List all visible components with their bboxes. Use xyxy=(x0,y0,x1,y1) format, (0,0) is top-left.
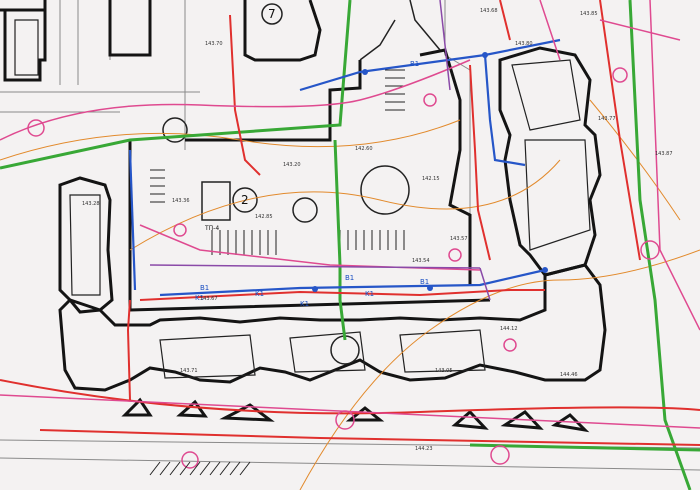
building-top-middle-left xyxy=(108,0,152,57)
elevation-mark: 143.36 xyxy=(172,198,190,204)
telecom-lines xyxy=(0,0,700,469)
cable-label: B1 xyxy=(200,284,209,292)
elevation-mark: 143.28 xyxy=(82,201,100,207)
cable-label: K1 xyxy=(195,294,204,302)
building-left-tower xyxy=(58,176,114,314)
building-top-left xyxy=(0,0,47,82)
elevation-mark: 143.57 xyxy=(450,236,468,242)
elevation-mark: 143.71 xyxy=(180,368,198,374)
elevation-mark: 144.46 xyxy=(560,372,578,378)
north-paths xyxy=(359,0,441,61)
sewer-lines xyxy=(149,0,491,301)
elevation-mark: 143.68 xyxy=(480,8,498,14)
building-bottom-row xyxy=(58,263,607,392)
elevation-mark: 143.87 xyxy=(655,151,673,157)
elevation-mark: 142.85 xyxy=(255,214,273,220)
roundabout-ring xyxy=(360,165,410,215)
building-2-marker xyxy=(232,187,258,213)
courtyard-elements xyxy=(162,0,441,365)
cable-label: K1 xyxy=(300,300,309,308)
elevation-mark: 143.70 xyxy=(205,41,223,47)
elevation-mark: 143.85 xyxy=(580,11,598,17)
cable-label: B1 xyxy=(345,274,354,282)
elevation-mark: 142.15 xyxy=(422,176,440,182)
inner-outlines xyxy=(14,19,591,379)
street-outlines xyxy=(0,0,700,471)
tree-circle-2 xyxy=(292,197,318,223)
tree-circle-1 xyxy=(162,117,188,143)
power-lines xyxy=(0,0,700,446)
building-top-right-block xyxy=(498,46,602,277)
building-number-2: 2 xyxy=(241,193,249,207)
building-7 xyxy=(243,0,322,62)
cable-label: K1 xyxy=(365,290,374,298)
building-7-marker xyxy=(261,3,283,25)
curb-hatch xyxy=(149,461,251,476)
elevation-mark: 144.23 xyxy=(415,446,433,452)
utility-nodes xyxy=(312,52,548,292)
water-lines xyxy=(128,38,561,297)
parking-stripes xyxy=(150,69,405,255)
cable-label: K1 xyxy=(255,290,264,298)
elevation-mark: 143.20 xyxy=(283,162,301,168)
building-number-7: 7 xyxy=(268,7,276,21)
building-outlines xyxy=(0,0,607,433)
elevation-mark: 143.54 xyxy=(412,258,430,264)
cable-label: B1 xyxy=(410,60,419,68)
substation-box xyxy=(201,181,231,221)
elevation-mark: 143.67 xyxy=(200,296,218,302)
elevation-mark: 143.77 xyxy=(598,116,616,122)
elevation-mark: 143.05 xyxy=(435,368,453,374)
cable-label: B1 xyxy=(420,278,429,286)
elevation-mark: 143.80 xyxy=(515,41,533,47)
elevation-mark: 144.12 xyxy=(500,326,518,332)
substation-label: ТП-4 xyxy=(204,225,219,232)
elevation-mark: 142.60 xyxy=(355,146,373,152)
courtyard-wall xyxy=(128,48,491,312)
